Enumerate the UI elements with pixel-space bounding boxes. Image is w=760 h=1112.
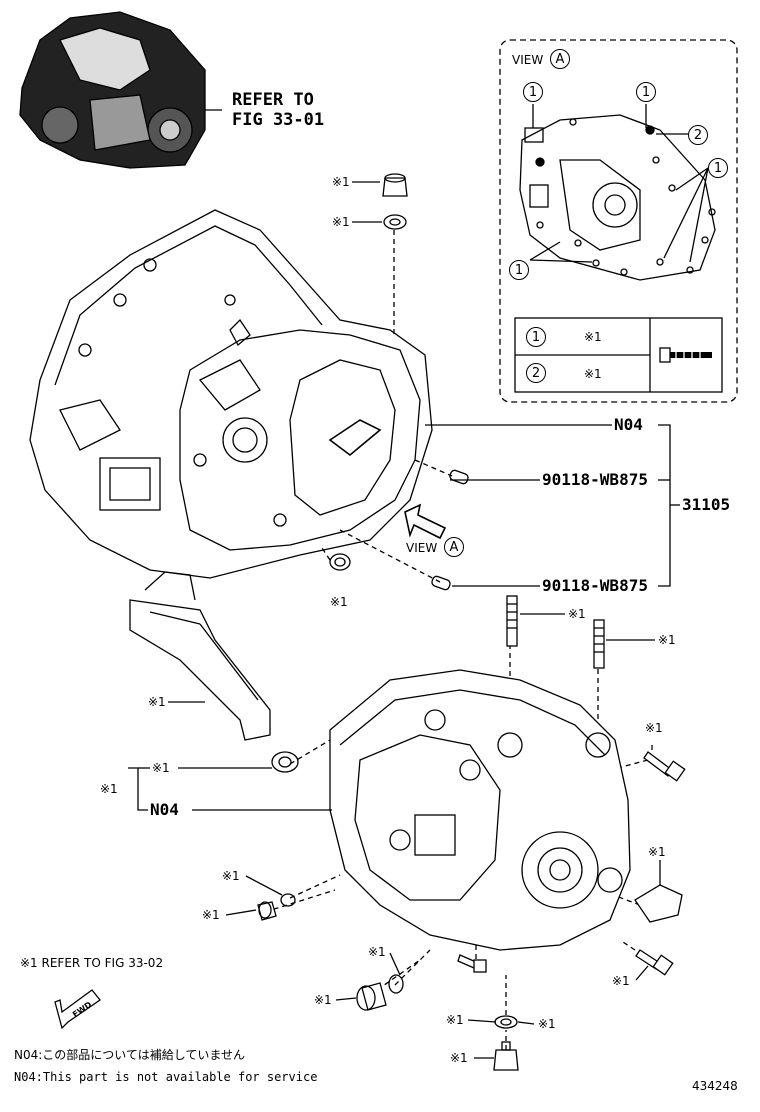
note-a4: ※1 [568, 607, 586, 621]
legend-row1-num: 1 [526, 327, 546, 347]
callout-1d: 1 [509, 260, 529, 280]
part-pin2: 90118-WB875 [542, 576, 648, 595]
note-a16: ※1 [446, 1013, 464, 1027]
view-marker-title: VIEW [406, 541, 438, 555]
stud-bolt-1 [506, 595, 518, 647]
part-31105: 31105 [682, 495, 731, 514]
part-pin1: 90118-WB875 [542, 470, 648, 489]
plug-left [257, 901, 277, 921]
note-a6: ※1 [148, 695, 166, 709]
note-a3: ※1 [330, 595, 348, 609]
bolt-right-upper [643, 751, 686, 782]
bracket-31105 [658, 424, 671, 587]
note-a15: ※1 [314, 993, 332, 1007]
note-a17: ※1 [538, 1017, 556, 1031]
upper-housing [29, 209, 433, 579]
legend-row1-note: ※1 [584, 330, 602, 344]
view-a-title: VIEW [512, 53, 544, 67]
rail-bracket [129, 571, 271, 741]
gasket-top [383, 214, 407, 230]
note-a8: ※1 [152, 761, 170, 775]
note-a10: ※1 [648, 845, 666, 859]
note-a14: ※1 [612, 974, 630, 988]
refer-to-line2: FIG 33-01 [232, 110, 325, 130]
view-marker-letter: A [444, 537, 464, 557]
part-n04-left: N04 [150, 800, 179, 819]
n04-note-jp: N04:この部品については補給していません [14, 1048, 245, 1062]
note-a7: ※1 [645, 721, 663, 735]
note-a18: ※1 [450, 1051, 468, 1065]
fwd-arrow-icon [54, 989, 101, 1030]
oil-seal [271, 751, 299, 773]
figure-number: 434248 [692, 1079, 738, 1093]
refer-note: ※1 REFER TO FIG 33-02 [20, 956, 164, 970]
note-a2: ※1 [332, 215, 350, 229]
note-a11: ※1 [222, 869, 240, 883]
dowel-pin-2 [431, 575, 451, 591]
bolt-bottom [457, 954, 487, 973]
stud-bolt-2 [593, 619, 605, 669]
gasket-bottom [494, 1015, 518, 1029]
view-a-letter: A [550, 49, 570, 69]
callout-1a: 1 [523, 82, 543, 102]
transmission-thumbnail [19, 11, 206, 169]
lower-housing [329, 669, 631, 951]
callout-1c: 1 [708, 158, 728, 178]
drain-plug [356, 982, 387, 1011]
note-a13: ※1 [368, 945, 386, 959]
legend-bolt-icon [659, 347, 712, 363]
note-a9: ※1 [100, 782, 118, 796]
refer-to-line1: REFER TO [232, 90, 314, 110]
note-a12: ※1 [202, 908, 220, 922]
note-a5: ※1 [658, 633, 676, 647]
drain-washer [388, 974, 404, 994]
legend-row2-num: 2 [526, 363, 546, 383]
washer-left [280, 893, 296, 907]
bolt-right-lower [635, 949, 674, 976]
cover-plate [634, 884, 683, 923]
legend-row2-note: ※1 [584, 367, 602, 381]
n04-note-en: N04:This part is not available for servi… [14, 1070, 318, 1084]
view-a-arrow [404, 503, 447, 540]
callout-2: 2 [688, 125, 708, 145]
plug-top [382, 173, 408, 197]
plug-bottom [493, 1041, 519, 1071]
seal-ring [329, 553, 351, 571]
bracket-n04-left [128, 767, 148, 811]
dowel-pin-1 [449, 469, 469, 485]
part-n04-top: N04 [614, 415, 643, 434]
view-a-box [499, 39, 738, 403]
callout-1b: 1 [636, 82, 656, 102]
view-a-illustration [519, 104, 716, 281]
note-a1: ※1 [332, 175, 350, 189]
